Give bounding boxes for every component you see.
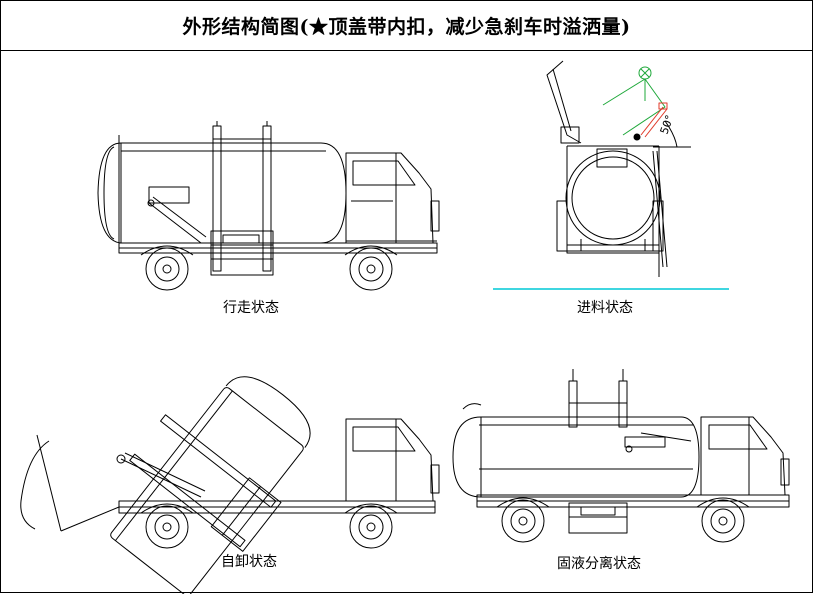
structure-drawing: 50° xyxy=(20,60,790,597)
angle-annotation: 50° xyxy=(658,113,677,136)
header-row: 外形结构简图(★顶盖带内扣，减少急刹车时溢洒量) xyxy=(1,1,812,51)
truck-driving-view xyxy=(97,121,440,291)
label-driving-state: 行走状态 xyxy=(223,300,279,316)
label-separation-state: 固液分离状态 xyxy=(557,556,641,572)
label-feeding-state: 进料状态 xyxy=(577,300,633,316)
truck-feeding-view xyxy=(546,60,668,277)
diagram-area: 50° 行走状态 进料状态 自卸状态 固液分离状态 xyxy=(1,51,814,597)
truck-separation-view xyxy=(452,369,790,543)
page-title: 外形结构简图(★顶盖带内扣，减少急刹车时溢洒量) xyxy=(182,16,631,38)
truck-dumping-view xyxy=(20,376,440,597)
feeding-lift-arm xyxy=(602,66,691,148)
label-dumping-state: 自卸状态 xyxy=(221,554,277,570)
